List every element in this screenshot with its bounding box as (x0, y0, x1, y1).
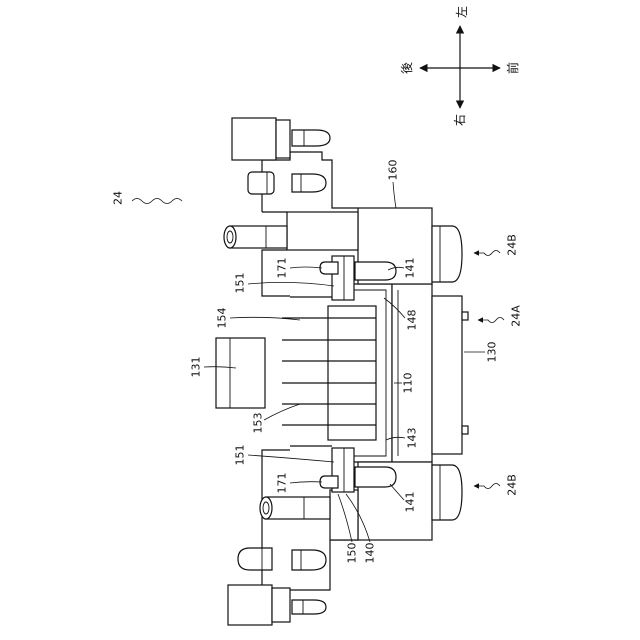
leader-24a (478, 318, 504, 323)
numeral-110: 110 (402, 373, 415, 394)
bolt-upper-end (292, 130, 330, 146)
numeral-143: 143 (406, 428, 419, 449)
panel-130-tab-upper (462, 312, 468, 320)
numeral-24b-upper: 24B (506, 234, 519, 256)
direction-label-right: 前 (505, 62, 520, 74)
case-131 (216, 338, 265, 408)
unit-24b-lower (432, 465, 462, 520)
pin-141-lower (355, 467, 396, 487)
panel-130-tab-lower (462, 426, 468, 434)
nut-upper-shape (248, 172, 274, 194)
leader-171-lower (290, 482, 322, 483)
case-131-body (216, 338, 265, 408)
bolt-lower-mid (292, 550, 326, 570)
part-171-upper (320, 262, 338, 274)
bolt-upper-mid-shape (292, 174, 326, 192)
assembly-reference: 24 (112, 191, 183, 205)
large-pin-lower (260, 497, 330, 519)
numeral-assembly: 24 (112, 191, 125, 205)
large-pin-lower-end (260, 497, 272, 519)
large-pin-upper-end (224, 226, 236, 248)
leader-153 (264, 404, 300, 420)
bracket-upper (287, 212, 358, 250)
end-plate-lower (272, 588, 290, 622)
numeral-24b-lower: 24B (506, 474, 519, 496)
numeral-151-lower: 151 (234, 445, 247, 466)
large-pin-upper (224, 226, 287, 248)
numeral-24a: 24A (510, 305, 523, 327)
nut-lower-shape (238, 548, 272, 570)
heat-sink-base (328, 306, 376, 440)
direction-compass: 左 後 前 右 (400, 6, 520, 126)
bolt-upper-end-shape (292, 130, 330, 146)
numeral-160: 160 (387, 160, 400, 181)
numeral-153: 153 (252, 413, 265, 434)
bolt-lower-mid-shape (292, 550, 326, 570)
panel-130-shape (432, 296, 462, 454)
direction-label-down: 右 (452, 114, 467, 126)
numeral-131: 131 (190, 357, 203, 378)
nut-upper (248, 172, 274, 194)
panel-130 (432, 296, 468, 454)
unit-24b-upper-shape (432, 226, 462, 282)
pin-141-upper (355, 262, 396, 280)
leader-24b-upper (474, 251, 500, 256)
nut-lower (238, 548, 272, 570)
assembly-wavy-leader (132, 199, 182, 204)
numeral-130: 130 (486, 342, 499, 363)
numeral-141-lower: 141 (404, 492, 417, 513)
numeral-171-upper: 171 (276, 258, 289, 279)
numeral-150: 150 (346, 543, 359, 564)
direction-label-up: 左 (454, 6, 469, 18)
leader-24b-lower (474, 484, 500, 489)
numeral-154: 154 (216, 308, 229, 329)
numeral-140: 140 (364, 543, 377, 564)
numeral-151-upper: 151 (234, 273, 247, 294)
unit-24b-upper (432, 226, 462, 282)
large-pin-lower-shank (266, 497, 330, 519)
leader-160 (393, 182, 396, 208)
leader-171-upper (290, 267, 322, 268)
numeral-141-upper: 141 (404, 258, 417, 279)
bolt-lower-end (292, 600, 326, 614)
large-pin-upper-shank (230, 226, 287, 248)
direction-label-left: 後 (400, 62, 414, 74)
end-cap-upper (232, 118, 276, 160)
numeral-171-lower: 171 (276, 473, 289, 494)
end-plate-upper (276, 120, 290, 158)
numeral-148: 148 (406, 310, 419, 331)
part-171-lower (320, 476, 338, 488)
end-cap-lower (228, 585, 272, 625)
bolt-upper-mid (292, 174, 326, 192)
bolt-lower-end-shape (292, 600, 326, 614)
unit-24b-lower-shape (432, 465, 462, 520)
bracket-lower (330, 490, 358, 540)
leader-151-upper (248, 282, 334, 286)
leader-151-lower (248, 455, 334, 462)
